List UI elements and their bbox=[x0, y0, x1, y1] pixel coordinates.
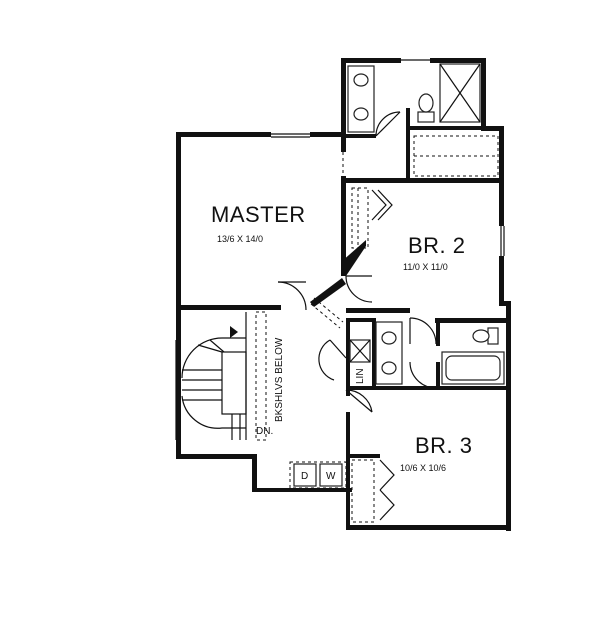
stair-down-label: DN. bbox=[256, 426, 273, 437]
bookshelves-label: BKSHLVS BELOW bbox=[274, 337, 285, 422]
br3-room-dims: 10/6 X 10/6 bbox=[400, 463, 446, 473]
dryer-label: D bbox=[301, 471, 308, 482]
br2-room-dims: 11/0 X 11/0 bbox=[403, 262, 448, 272]
br3-room-name: BR. 3 bbox=[415, 433, 473, 458]
walls bbox=[176, 58, 511, 531]
fixtures bbox=[293, 63, 505, 487]
br2-room-name: BR. 2 bbox=[408, 233, 466, 258]
linen-label: LIN bbox=[355, 368, 366, 384]
master-room-name: MASTER bbox=[211, 202, 306, 227]
windows bbox=[175, 59, 505, 528]
room-labels: MASTER 13/6 X 14/0 BR. 2 11/0 X 11/0 BR.… bbox=[211, 202, 473, 482]
washer-label: W bbox=[326, 471, 336, 482]
closet-shelving bbox=[255, 135, 499, 523]
doors bbox=[277, 111, 437, 521]
master-room-dims: 13/6 X 14/0 bbox=[217, 234, 263, 244]
staircase bbox=[181, 312, 247, 440]
